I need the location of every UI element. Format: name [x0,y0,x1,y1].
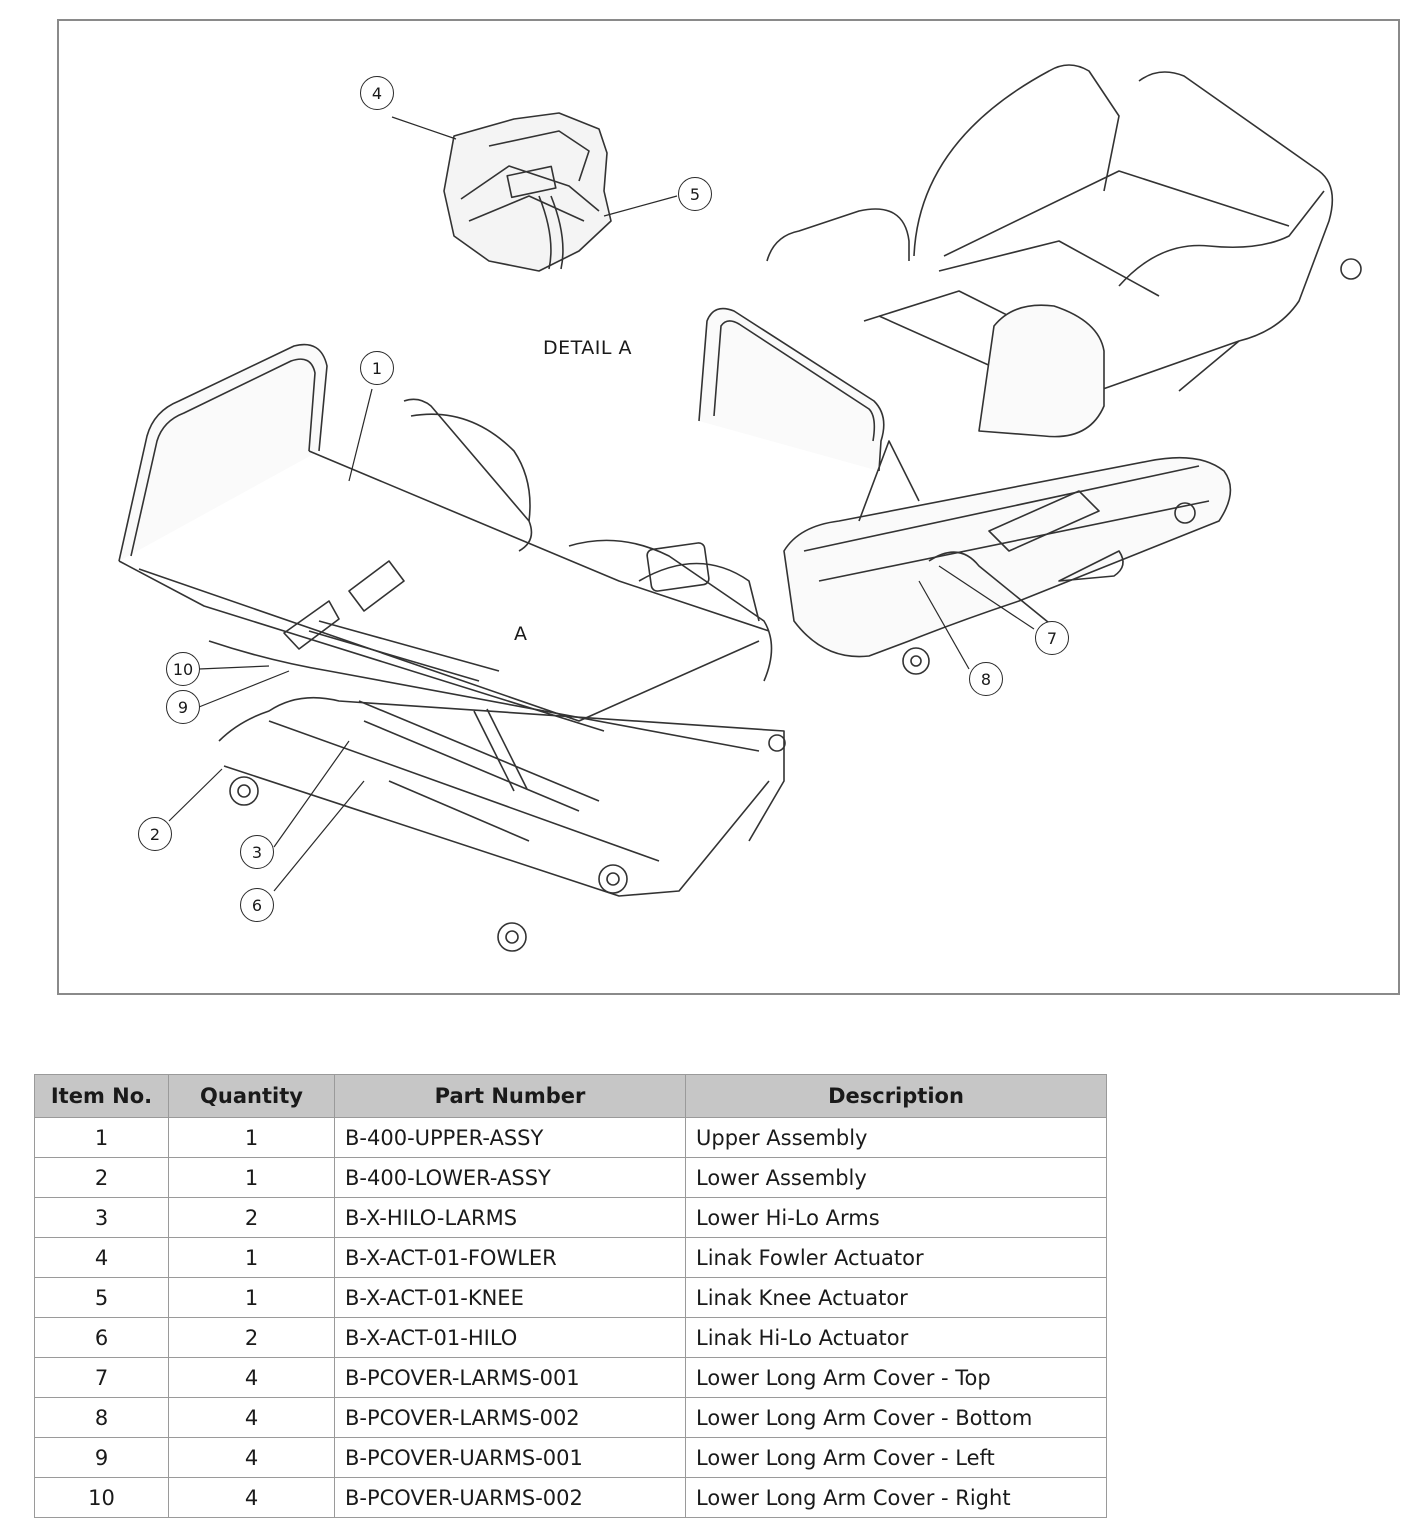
callout-2: 2 [138,817,172,851]
cell-part: B-X-ACT-01-KNEE [334,1277,686,1318]
callout-1: 1 [360,351,394,385]
cell-item: 4 [34,1237,169,1278]
cell-desc: Lower Long Arm Cover - Left [685,1437,1107,1478]
cell-part: B-X-ACT-01-HILO [334,1317,686,1358]
drawing-frame: DETAIL A A 1 2 3 4 5 6 7 8 9 10 [57,19,1400,995]
cell-desc: Linak Fowler Actuator [685,1237,1107,1278]
cell-item: 1 [34,1117,169,1158]
cell-desc: Lower Long Arm Cover - Right [685,1477,1107,1518]
header-part-number: Part Number [334,1074,686,1118]
detail-a-inset [443,112,612,272]
callout-9: 9 [166,690,200,724]
header-quantity: Quantity [168,1074,335,1118]
cell-desc: Upper Assembly [685,1117,1107,1158]
cell-qty: 2 [168,1197,335,1238]
cell-desc: Lower Hi-Lo Arms [685,1197,1107,1238]
callout-5: 5 [678,177,712,211]
cell-part: B-PCOVER-UARMS-001 [334,1437,686,1478]
cell-qty: 1 [168,1277,335,1318]
cell-item: 5 [34,1277,169,1318]
cell-item: 9 [34,1437,169,1478]
table-header-row: Item No. Quantity Part Number Descriptio… [34,1074,1107,1118]
cell-item: 6 [34,1317,169,1358]
cell-item: 8 [34,1397,169,1438]
cell-qty: 2 [168,1317,335,1358]
cell-qty: 1 [168,1117,335,1158]
bed-right [698,64,1362,675]
callout-4: 4 [360,76,394,110]
parts-list-table: Item No. Quantity Part Number Descriptio… [34,1074,1107,1518]
callout-7: 7 [1035,621,1069,655]
cell-qty: 1 [168,1157,335,1198]
leader-lines [168,116,1035,892]
cell-item: 7 [34,1357,169,1398]
cell-qty: 4 [168,1437,335,1478]
cell-desc: Lower Long Arm Cover - Top [685,1357,1107,1398]
callout-8: 8 [969,662,1003,696]
cell-qty: 1 [168,1237,335,1278]
detail-a-label: DETAIL A [543,337,632,359]
cell-qty: 4 [168,1397,335,1438]
cell-part: B-PCOVER-LARMS-001 [334,1357,686,1398]
detail-a-marker: A [514,623,527,645]
header-item-no: Item No. [34,1074,169,1118]
header-description: Description [685,1074,1107,1118]
cell-desc: Lower Assembly [685,1157,1107,1198]
cell-part: B-PCOVER-LARMS-002 [334,1397,686,1438]
callout-3: 3 [240,835,274,869]
cell-part: B-PCOVER-UARMS-002 [334,1477,686,1518]
bed-line-drawing [118,64,1362,952]
cell-item: 3 [34,1197,169,1238]
cell-item: 2 [34,1157,169,1198]
cell-part: B-400-LOWER-ASSY [334,1157,686,1198]
bed-left [118,343,786,952]
callout-6: 6 [240,888,274,922]
cell-part: B-X-HILO-LARMS [334,1197,686,1238]
cell-desc: Linak Knee Actuator [685,1277,1107,1318]
cell-qty: 4 [168,1357,335,1398]
cell-item: 10 [34,1477,169,1518]
cell-desc: Linak Hi-Lo Actuator [685,1317,1107,1358]
cell-qty: 4 [168,1477,335,1518]
cell-part: B-400-UPPER-ASSY [334,1117,686,1158]
cell-part: B-X-ACT-01-FOWLER [334,1237,686,1278]
cell-desc: Lower Long Arm Cover - Bottom [685,1397,1107,1438]
callout-10: 10 [166,652,200,686]
